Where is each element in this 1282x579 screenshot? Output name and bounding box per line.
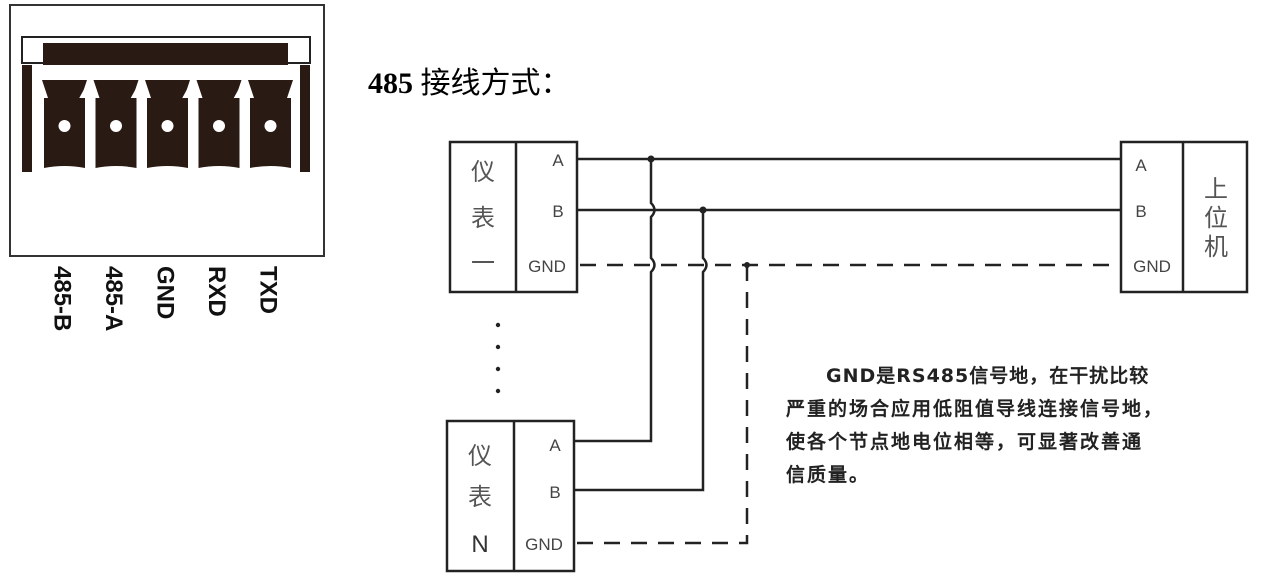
connector-pin-label: 485-B <box>49 266 76 331</box>
connector-pin-label: 485-A <box>100 266 127 331</box>
device-1-name-char-2: 一 <box>471 249 495 277</box>
connector-pins <box>42 78 293 168</box>
title-text: 接线方式： <box>413 67 571 100</box>
device-n-gnd-wire <box>576 265 749 545</box>
device-n-terminal-a: A <box>549 436 561 455</box>
host-terminal-gnd: GND <box>1133 257 1171 276</box>
title-prefix: 485 <box>368 67 413 100</box>
connector-pin-separator-arrow <box>79 78 102 168</box>
junction-gnd <box>744 262 750 268</box>
connector-pin-hole <box>213 120 225 132</box>
connector-pin-labels: 485-B 485-A GND RXD TXD <box>49 266 282 331</box>
note-line: 严重的场合应用低阻值导线连接信号地， <box>786 398 1165 420</box>
gnd-note: GND是RS485信号地，在干扰比较 严重的场合应用低阻值导线连接信号地， 使各… <box>786 360 1282 492</box>
device-n-outline <box>445 419 576 573</box>
junction-b <box>699 206 707 214</box>
connector-pin-hole <box>161 120 174 132</box>
connector-pin-label: RXD <box>203 266 230 317</box>
host-terminal-a: A <box>1135 156 1147 175</box>
note-line: 信质量。 <box>786 464 871 486</box>
page-title: 485 接线方式： <box>368 58 571 102</box>
connector-pin-hole <box>110 120 122 132</box>
connector-top-bar <box>43 43 288 65</box>
note-line: 使各个节点地电位相等，可显著改善通 <box>786 431 1144 453</box>
terminal-block-connector <box>9 4 325 257</box>
device-n-name-char-2: N <box>471 531 488 558</box>
host-box <box>1119 140 1249 294</box>
connector-pin-separator-arrow <box>182 78 205 168</box>
host-name-char-2: 机 <box>1204 233 1228 261</box>
junction-a <box>647 155 655 163</box>
host-name-char-1: 位 <box>1204 204 1228 232</box>
device-1-name-char-0: 仪 <box>471 158 495 186</box>
connector-pin-separator-arrow <box>130 78 153 168</box>
device-n-b-wire <box>574 210 708 492</box>
device-1-name-char-1: 表 <box>471 204 495 232</box>
host-name-char-0: 上 <box>1204 175 1228 203</box>
connector-pin-label: TXD <box>255 266 282 314</box>
device-1-outline <box>448 140 579 294</box>
connector-pin-hole <box>264 120 277 132</box>
device-1-box <box>448 140 579 294</box>
connector-pin-separator-arrow <box>233 78 256 168</box>
device-n-terminal-gnd: GND <box>525 535 563 554</box>
device-1-terminal-gnd: GND <box>528 257 566 276</box>
connector-pin-label: GND <box>152 266 179 319</box>
host-terminal-b: B <box>1135 202 1146 221</box>
ellipsis-dots <box>495 322 501 394</box>
device-1-terminal-a: A <box>552 151 564 170</box>
note-line: GND是RS485信号地，在干扰比较 <box>826 365 1150 387</box>
connector-pin-hole <box>58 120 71 132</box>
device-n-a-wire <box>574 159 656 443</box>
device-n-terminal-b: B <box>549 483 560 502</box>
device-n-box <box>445 419 576 573</box>
device-1-terminal-b: B <box>552 202 563 221</box>
device-n-name-char-1: 表 <box>468 483 492 511</box>
device-n-name-char-0: 仪 <box>468 442 492 470</box>
